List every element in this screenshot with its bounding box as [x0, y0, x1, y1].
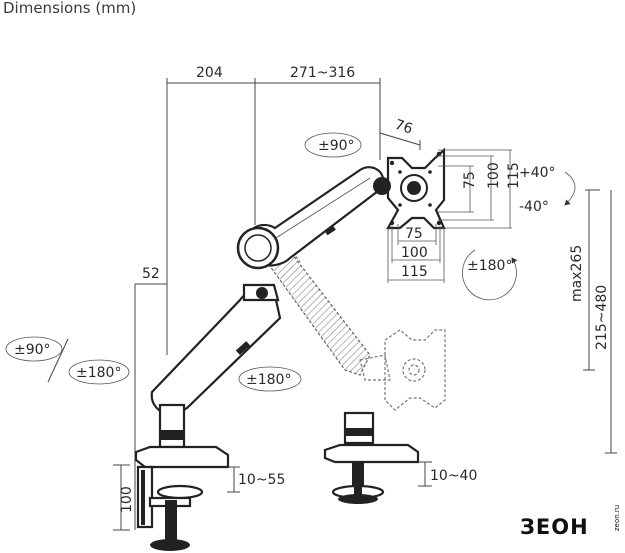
- dim-52-lines: [134, 283, 167, 530]
- arm-swivel-arrow: [238, 366, 302, 392]
- dim-76: 76: [393, 117, 415, 138]
- left-pole-and-clamp: [134, 403, 230, 551]
- dim-clamp-100: 100: [119, 486, 135, 513]
- vesa-w-115: 115: [401, 264, 428, 280]
- label-tilt-up: +40°: [519, 165, 556, 181]
- dim-215-480: 215~480: [594, 285, 610, 350]
- dim-10-55: 10~55: [238, 472, 285, 488]
- clamp-range-dim: [227, 466, 240, 493]
- label-swivel-head: ±180°: [467, 258, 512, 274]
- vesa-w-100: 100: [401, 245, 428, 261]
- upper-arm: [236, 166, 391, 270]
- swivel-head-circle: [462, 249, 518, 301]
- vesa-h-75: 75: [462, 171, 478, 189]
- dim-max265: max265: [569, 245, 585, 302]
- height-dim-lines: [583, 189, 617, 454]
- dim-204: 204: [196, 65, 223, 81]
- lower-arm: [150, 283, 282, 417]
- dim-271-316: 271~316: [290, 65, 355, 81]
- clamp-height-dim: [113, 464, 130, 531]
- label-arm-swivel: ±180°: [246, 372, 291, 388]
- top-dimension-lines: [166, 78, 381, 355]
- vesa-plate-top: [386, 147, 446, 230]
- label-rotate-90-monitor: ±90°: [318, 138, 355, 154]
- brand-name: ЗЕОН: [520, 515, 589, 539]
- brand-logo: ЗЕОН zeon.ru: [520, 505, 621, 539]
- base-rotate-arrows: [5, 336, 130, 385]
- dim-76-lines: [379, 132, 421, 150]
- right-pole-and-grommet: [323, 411, 420, 504]
- brand-sub: zeon.ru: [613, 505, 621, 531]
- tilt-arrow: [564, 171, 576, 206]
- vesa-h-100: 100: [486, 162, 502, 189]
- dim-52: 52: [142, 266, 160, 282]
- vesa-horizontal-dims: [387, 224, 445, 283]
- label-base-rotate-90: ±90°: [14, 342, 51, 358]
- vesa-w-75: 75: [405, 226, 423, 242]
- rotate-90-monitor: [304, 132, 362, 158]
- label-tilt-down: -40°: [519, 199, 549, 215]
- dim-10-40: 10~40: [430, 468, 477, 484]
- label-base-swivel: ±180°: [76, 365, 121, 381]
- vesa-vertical-dims: [438, 149, 512, 229]
- grommet-range-dim: [418, 461, 432, 487]
- diagram-title: Dimensions (mm): [3, 0, 136, 17]
- vesa-h-115: 115: [506, 162, 522, 189]
